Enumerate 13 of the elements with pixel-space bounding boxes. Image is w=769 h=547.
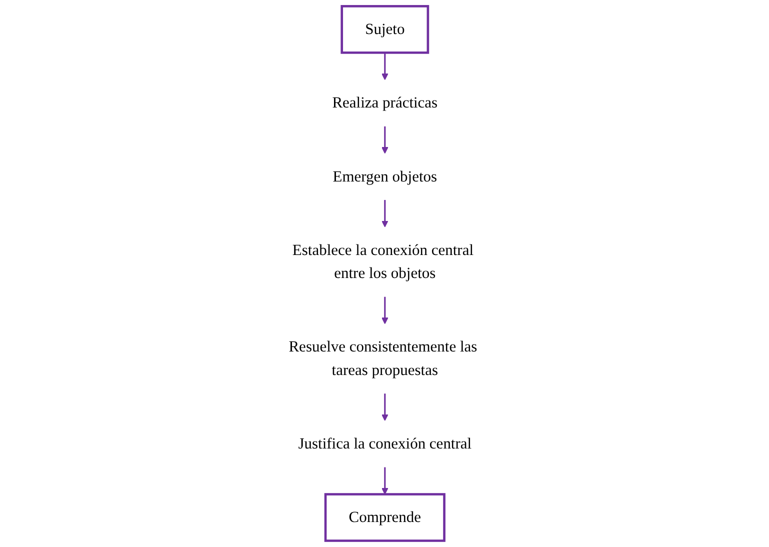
node-box: Sujeto — [340, 5, 429, 54]
arrow — [381, 394, 388, 421]
node-text: Establece la conexión central entre los objetos — [292, 242, 474, 282]
arrow — [381, 200, 388, 228]
arrow — [381, 296, 388, 324]
node-text: Justifica la conexión central — [298, 435, 472, 452]
arrow — [381, 52, 388, 80]
node-box: Comprende — [324, 493, 446, 542]
node-text: Emergen objetos — [332, 168, 437, 186]
node-text: Realiza prácticas — [332, 94, 438, 112]
arrow — [381, 467, 388, 495]
node-text: Resuelve consistentemente las tareas propuestas — [288, 338, 477, 379]
arrow — [381, 126, 388, 154]
